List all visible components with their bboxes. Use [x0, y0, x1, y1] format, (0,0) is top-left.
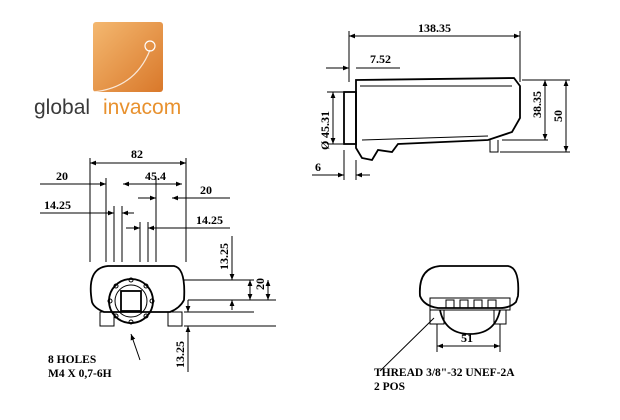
- logo-word-invacom: invacom: [103, 96, 181, 119]
- flange-circle: [108, 278, 154, 324]
- dim-spacing-right: 20: [200, 183, 212, 197]
- dim-vertical-2: 20: [253, 278, 267, 290]
- bottom-flange-arc: [439, 309, 501, 335]
- dim-length: 138.35: [418, 21, 451, 35]
- side-view: 138.35 7.52 Ø 45.31 38.35 50 6: [312, 21, 570, 180]
- thread-note-line1: THREAD 3/8"-32 UNEF-2A: [374, 367, 515, 379]
- dim-vertical-3: 13.25: [173, 341, 187, 368]
- holes-note-line2: M4 X 0,7-6H: [48, 368, 112, 380]
- dim-diameter: 45.31: [318, 111, 332, 138]
- dim-flange-offset: 7.52: [370, 52, 391, 66]
- side-flange: [343, 91, 357, 145]
- dim-diameter-symbol: Ø: [318, 141, 332, 150]
- logo-word-global: global: [34, 96, 90, 119]
- dim-center-offset: 45.4: [145, 169, 166, 183]
- thread-note-line2: 2 POS: [374, 381, 405, 393]
- dim-height-body: 38.35: [530, 91, 544, 118]
- holes-note-line1: 8 HOLES: [48, 354, 96, 366]
- dim-vertical-1: 13.25: [217, 243, 231, 270]
- front-view: 82 20 45.4 20 14.25 14.25 13.25 20: [40, 147, 276, 380]
- dim-bottom-width: 51: [461, 331, 473, 345]
- logo-square-icon: [93, 22, 163, 92]
- dim-offset-right: 14.25: [196, 213, 223, 227]
- dim-offset-left: 14.25: [44, 198, 71, 212]
- bottom-view: 51 THREAD 3/8"-32 UNEF-2A 2 POS: [374, 265, 520, 393]
- dim-width-outer: 82: [131, 147, 143, 161]
- front-feed-square: [120, 290, 142, 312]
- dim-flange-thickness: 6: [315, 160, 321, 174]
- dim-height-total: 50: [551, 110, 565, 122]
- dim-spacing-outer: 20: [56, 169, 68, 183]
- mounting-holes: [107, 277, 155, 325]
- global-invacom-logo: global invacom: [34, 22, 181, 119]
